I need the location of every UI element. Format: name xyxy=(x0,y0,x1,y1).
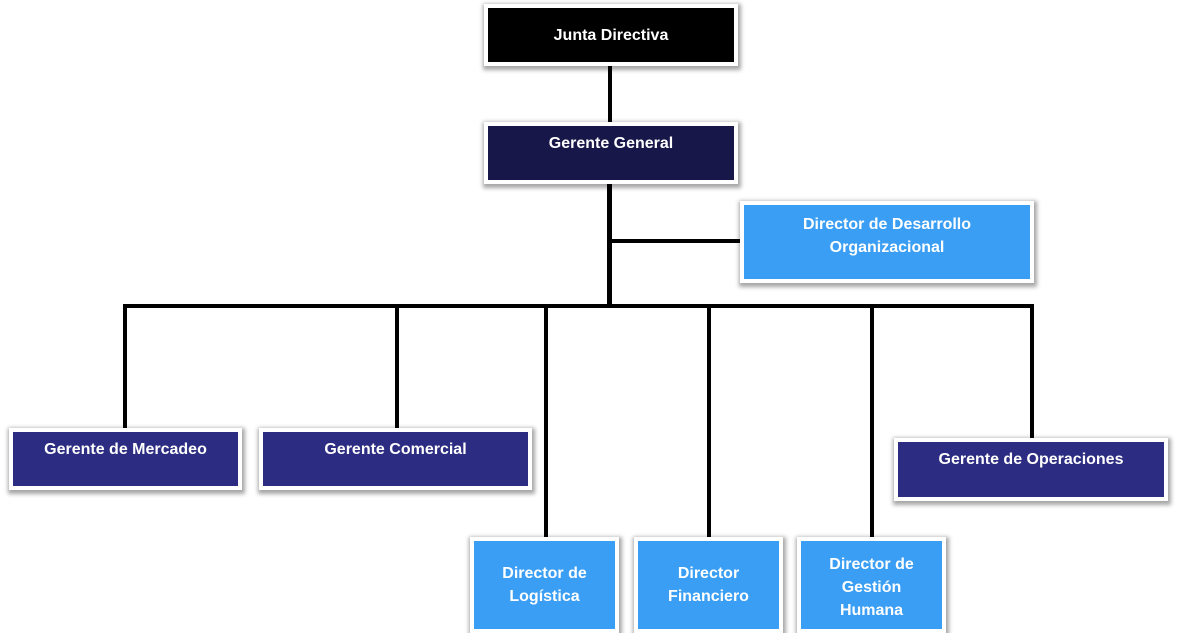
connector-to-hr xyxy=(870,304,874,540)
operations-manager-box: Gerente de Operaciones xyxy=(894,438,1168,501)
connector-to-operations xyxy=(1030,304,1034,440)
marketing-manager-box: Gerente de Mercadeo xyxy=(9,428,242,490)
finance-director-label: Director Financiero xyxy=(668,562,749,608)
commercial-manager-label: Gerente Comercial xyxy=(324,441,467,458)
marketing-manager-label: Gerente de Mercadeo xyxy=(44,441,207,458)
logistics-director-line1: Director de xyxy=(502,565,587,582)
general-manager-box: Gerente General xyxy=(484,122,738,184)
hr-director-line3: Humana xyxy=(839,601,904,619)
hr-director-label: Director de Gestión Humana xyxy=(829,553,913,622)
commercial-manager-box: Gerente Comercial xyxy=(259,428,532,490)
org-dev-director-box: Director de Desarrollo Organizacional xyxy=(740,201,1034,283)
hr-director-line2: Gestión xyxy=(841,578,902,596)
hr-director-box: Director de Gestión Humana xyxy=(797,537,946,633)
general-manager-label: Gerente General xyxy=(548,135,674,152)
connector-board-to-general xyxy=(608,64,612,128)
hr-director-line1: Director de xyxy=(829,555,914,573)
logistics-director-line2: Logística xyxy=(509,588,580,605)
connector-horizontal-bus xyxy=(123,304,1034,308)
logistics-director-label: Director de Logística xyxy=(502,562,586,608)
org-dev-director-line1: Director de Desarrollo xyxy=(802,216,972,233)
connector-to-logistics xyxy=(544,304,548,540)
connector-to-org-dev xyxy=(610,239,744,243)
org-dev-director-label: Director de Desarrollo Organizacional xyxy=(803,213,971,259)
finance-director-box: Director Financiero xyxy=(634,537,783,633)
connector-to-commercial xyxy=(395,304,399,430)
logistics-director-box: Director de Logística xyxy=(470,537,619,633)
connector-to-finance xyxy=(707,304,711,540)
finance-director-line2: Financiero xyxy=(668,588,749,605)
finance-director-line1: Director xyxy=(677,565,740,582)
connector-general-trunk xyxy=(607,181,612,307)
org-dev-director-line2: Organizacional xyxy=(829,239,945,256)
board-label: Junta Directiva xyxy=(553,26,669,44)
board-box: Junta Directiva xyxy=(484,4,738,66)
connector-to-marketing xyxy=(123,304,127,430)
operations-manager-label: Gerente de Operaciones xyxy=(938,451,1124,468)
